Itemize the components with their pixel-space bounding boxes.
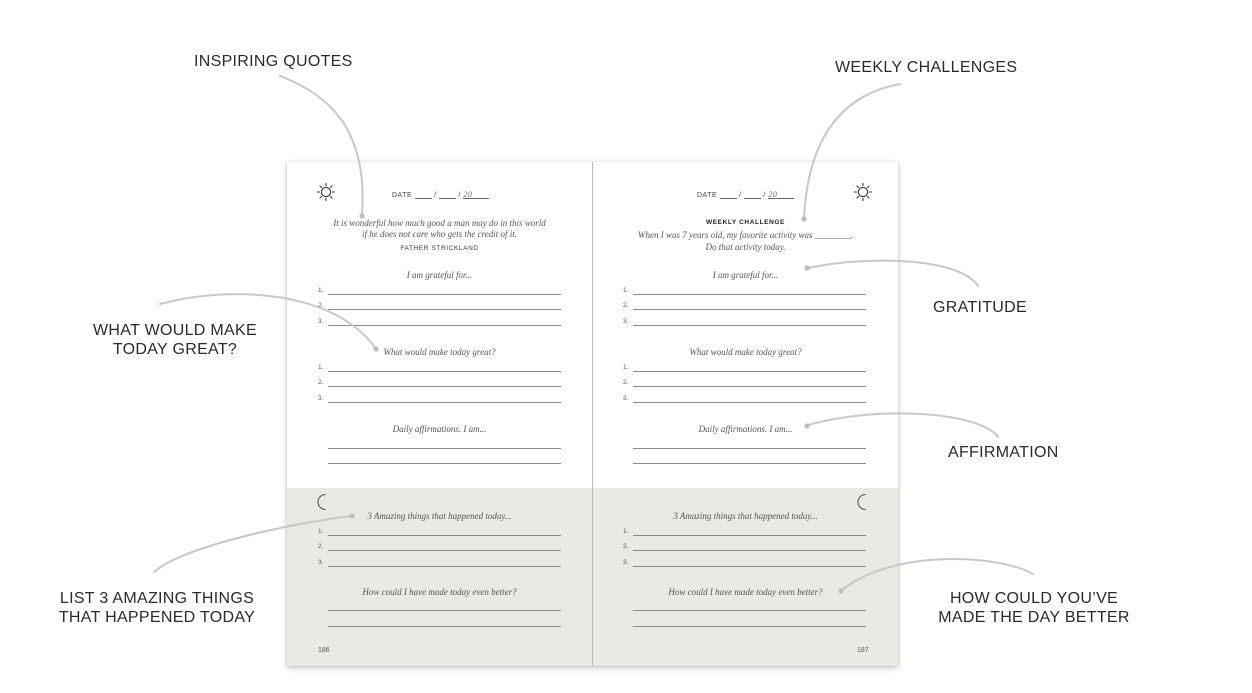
date-separator: / (458, 192, 461, 199)
better-prompt: How could I have made today even better? (362, 587, 517, 597)
list-number: 1. (318, 364, 324, 371)
writing-line (328, 402, 561, 403)
writing-line (633, 610, 866, 611)
callout-line: MADE THE DAY BETTER (938, 609, 1130, 626)
date-label: DATE (697, 192, 718, 199)
writing-line (328, 325, 561, 326)
date-field: DATE / / 20 (697, 190, 795, 199)
writing-line (633, 535, 866, 536)
writing-line (633, 448, 866, 449)
journal-spread: DATE / / 20 It is wonderful how much goo… (287, 162, 898, 666)
writing-line (633, 550, 866, 551)
date-year: 20 (768, 190, 795, 199)
writing-line (328, 550, 561, 551)
writing-line (328, 386, 561, 387)
list-number: 2. (318, 302, 324, 309)
date-separator: / (434, 192, 437, 199)
affirmations-prompt: Daily affirmations. I am... (392, 424, 487, 434)
right-page: DATE / / 20 WEEKLY CHALLENGE When I was … (593, 162, 898, 666)
list-number: 3. (623, 559, 629, 566)
writing-line (633, 386, 866, 387)
date-field: DATE / / 20 (392, 190, 490, 199)
date-blank-day (743, 191, 761, 199)
callout-inspiring-quotes: INSPIRING QUOTES (194, 53, 353, 70)
callout-line: LIST 3 AMAZING THINGS (59, 590, 255, 607)
sun-icon (316, 182, 336, 202)
page-number: 187 (857, 647, 869, 654)
sun-icon (853, 182, 873, 202)
writing-line (633, 294, 866, 295)
writing-line (328, 610, 561, 611)
list-number: 2. (318, 379, 324, 386)
challenge-text-line-1: When I was 7 years old, my favorite acti… (638, 230, 853, 240)
writing-line (328, 535, 561, 536)
callout-line: THAT HAPPENED TODAY (58, 609, 256, 626)
quote-text-line-1: It is wonderful how much good a man may … (333, 218, 546, 228)
writing-line (328, 463, 561, 464)
grateful-prompt: I am grateful for... (406, 270, 473, 280)
quote-text-line-2: if he does not care who gets the credit … (361, 229, 518, 239)
callout-line: HOW COULD YOU’VE (949, 590, 1119, 607)
better-prompt: How could I have made today even better? (668, 587, 823, 597)
moon-icon (317, 494, 326, 510)
callout-line: WHAT WOULD MAKE (93, 322, 257, 339)
writing-line (328, 566, 561, 567)
writing-line (633, 402, 866, 403)
book-spine (592, 162, 593, 666)
challenge-text-line-2: Do that activity today. (705, 242, 786, 252)
make-great-prompt: What would make today great? (689, 347, 802, 357)
list-number: 1. (623, 364, 629, 371)
writing-line (328, 294, 561, 295)
date-label: DATE (392, 192, 413, 199)
left-page: DATE / / 20 It is wonderful how much goo… (287, 162, 592, 666)
writing-line (328, 309, 561, 310)
list-number: 2. (623, 379, 629, 386)
weekly-challenge-title: WEEKLY CHALLENGE (706, 219, 785, 226)
date-blank-day (438, 191, 456, 199)
list-number: 3. (318, 559, 324, 566)
callout-gratitude: GRATITUDE (933, 299, 1027, 316)
date-separator: / (739, 192, 742, 199)
list-number: 3. (623, 395, 629, 402)
list-number: 2. (623, 302, 629, 309)
affirmations-prompt: Daily affirmations. I am... (698, 424, 793, 434)
make-great-prompt: What would make today great? (383, 347, 496, 357)
quote-author: FATHER STRICKLAND (400, 245, 479, 252)
amazing-prompt: 3 Amazing things that happened today... (367, 511, 512, 521)
callout-how-could-you-make-better: HOW COULD YOU’VE MADE THE DAY BETTER (934, 589, 1134, 627)
writing-line (633, 463, 866, 464)
date-separator: / (763, 192, 766, 199)
date-year: 20 (463, 190, 490, 199)
writing-line (633, 325, 866, 326)
grateful-prompt: I am grateful for... (712, 270, 779, 280)
list-number: 1. (318, 528, 324, 535)
list-number: 1. (318, 287, 324, 294)
page-number: 186 (318, 647, 330, 654)
date-blank-month (719, 191, 737, 199)
callout-list-amazing-things: LIST 3 AMAZING THINGS THAT HAPPENED TODA… (50, 589, 264, 627)
list-number: 3. (318, 318, 324, 325)
list-number: 1. (623, 287, 629, 294)
list-number: 2. (623, 543, 629, 550)
callout-line: TODAY GREAT? (112, 341, 238, 358)
list-number: 3. (623, 318, 629, 325)
writing-line (633, 309, 866, 310)
list-number: 2. (318, 543, 324, 550)
date-blank-month (414, 191, 432, 199)
writing-line (633, 371, 866, 372)
writing-line (328, 371, 561, 372)
moon-icon (857, 494, 866, 510)
callout-what-would-make-today-great: WHAT WOULD MAKE TODAY GREAT? (80, 321, 270, 359)
callout-affirmation: AFFIRMATION (948, 444, 1059, 461)
list-number: 3. (318, 395, 324, 402)
callout-weekly-challenges: WEEKLY CHALLENGES (835, 59, 1018, 76)
list-number: 1. (623, 528, 629, 535)
amazing-prompt: 3 Amazing things that happened today... (673, 511, 818, 521)
writing-line (328, 448, 561, 449)
writing-line (328, 626, 561, 627)
writing-line (633, 566, 866, 567)
writing-line (633, 626, 866, 627)
